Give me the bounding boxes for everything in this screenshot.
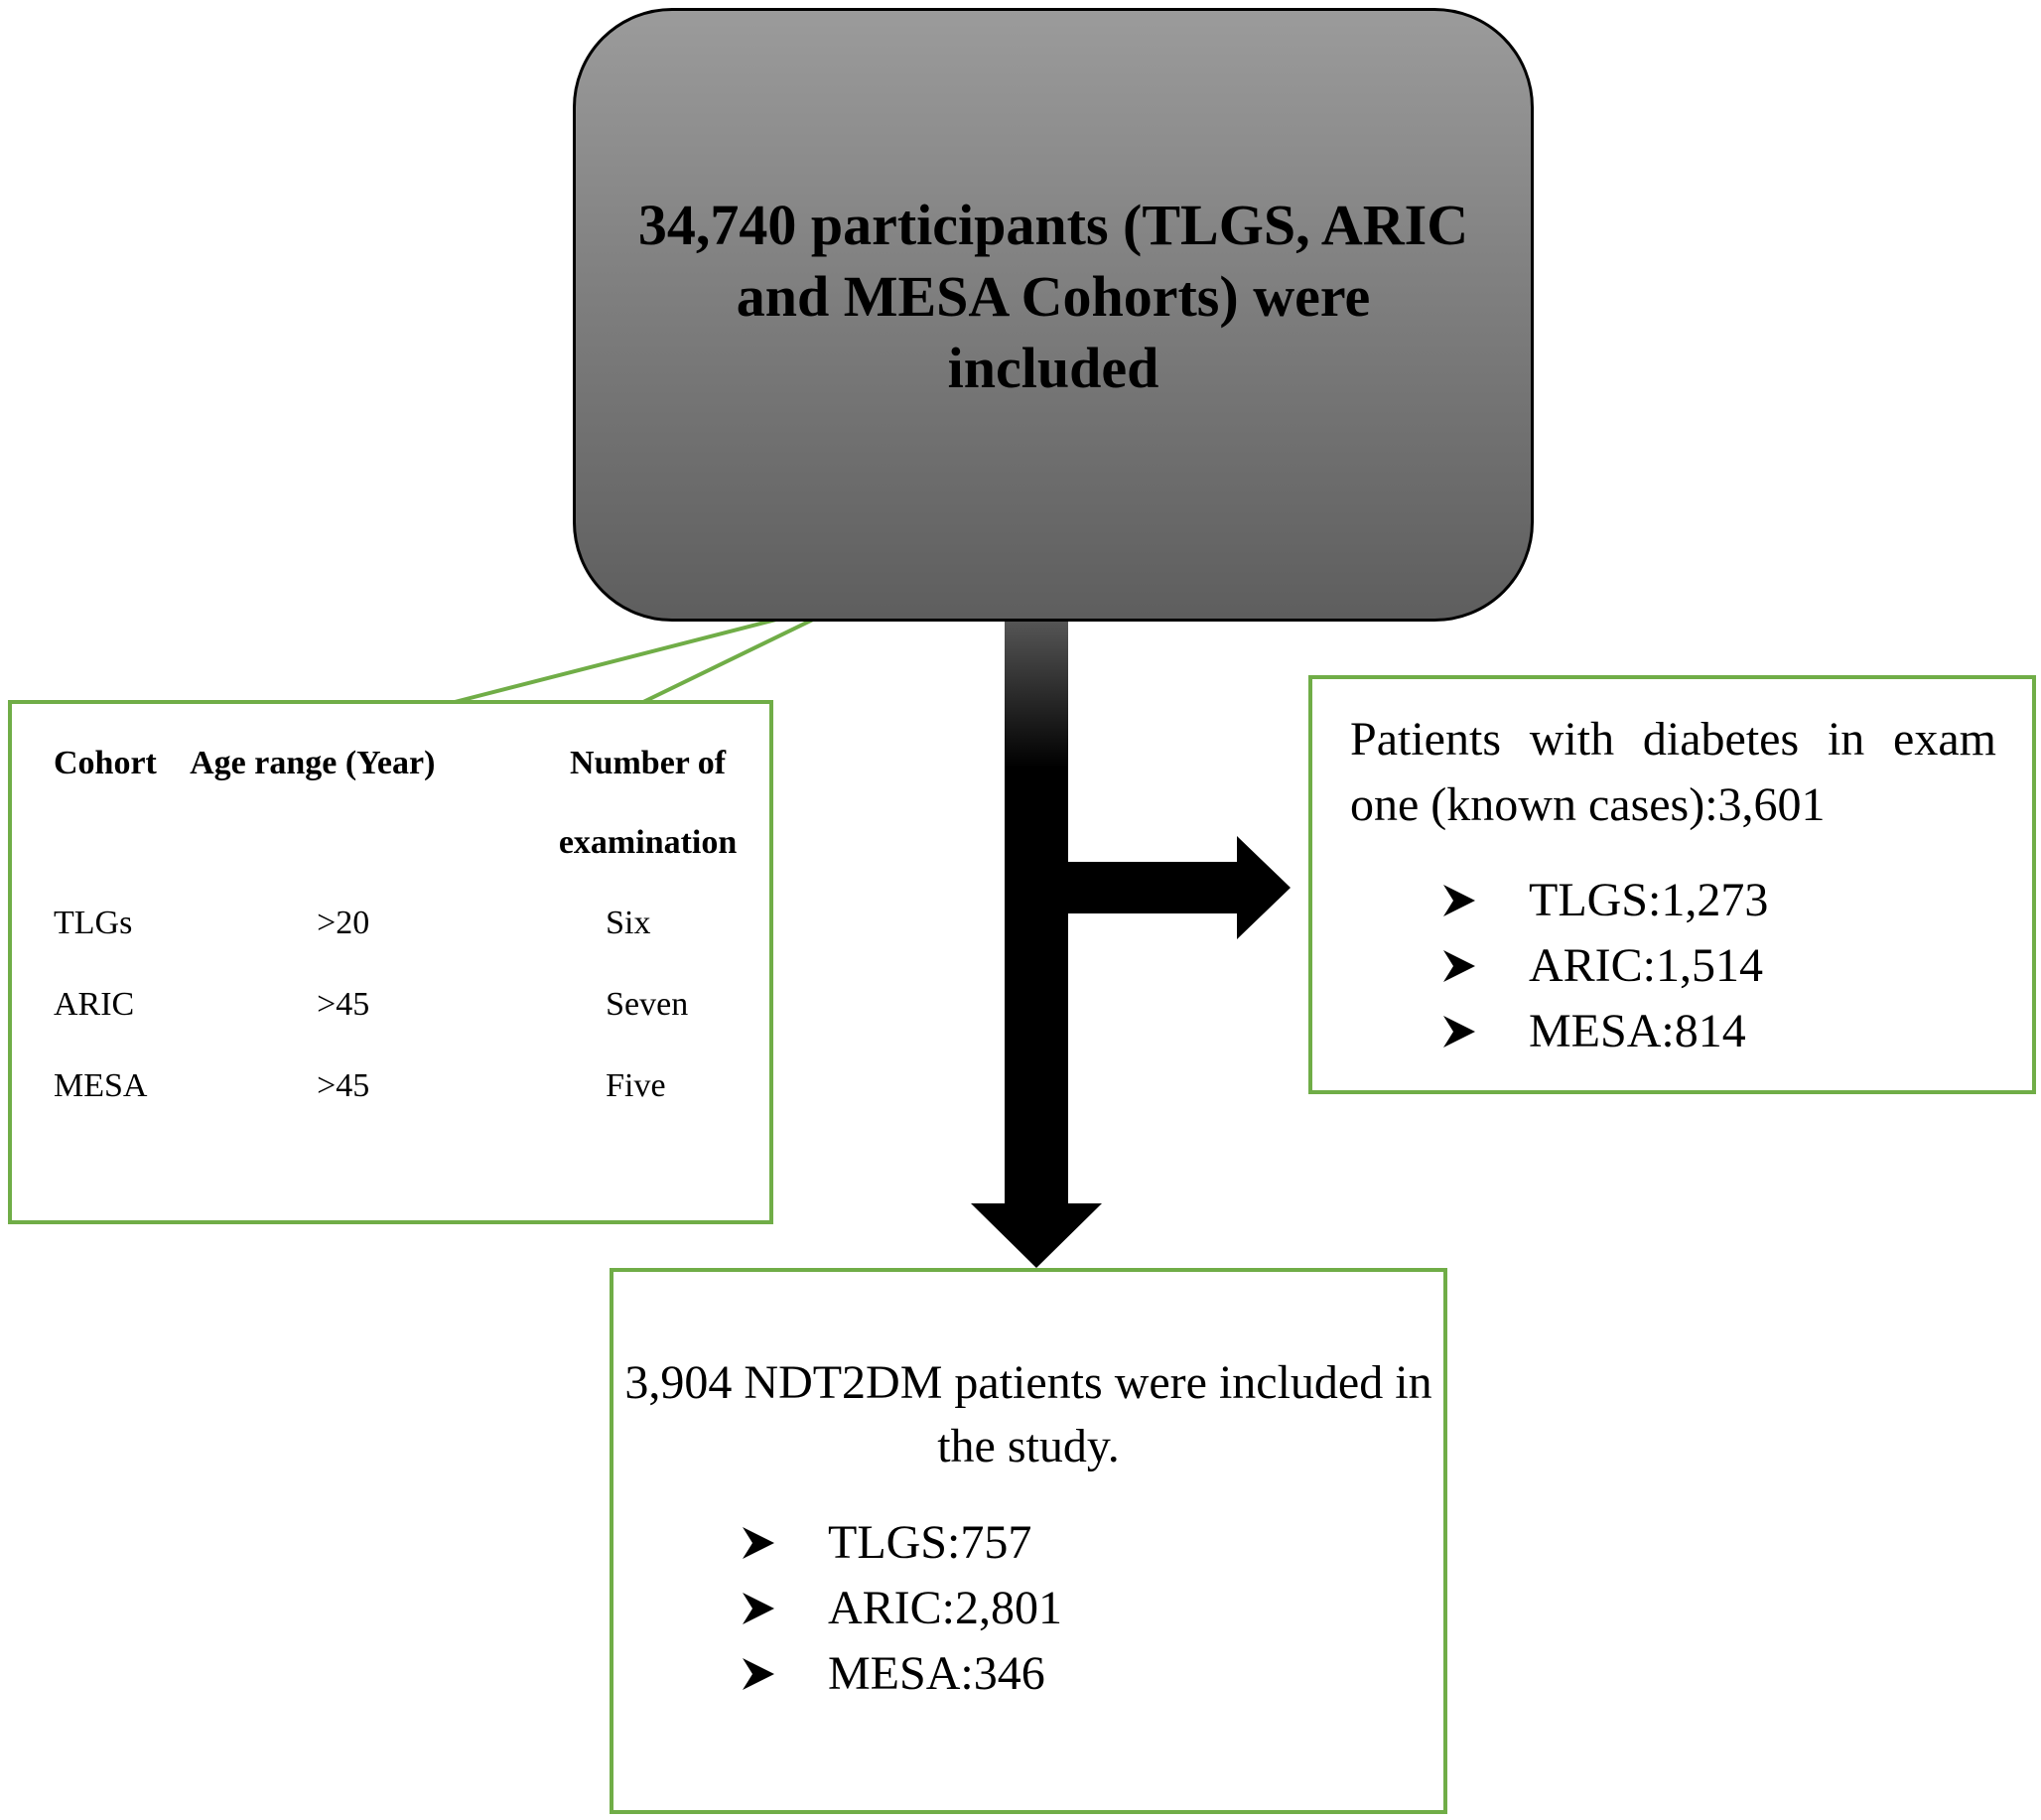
- participants-text: 34,740 participants (TLGS, ARIC and MESA…: [637, 193, 1469, 400]
- list-item-text: MESA:814: [1529, 1005, 1746, 1057]
- cell-cohort: ARIC: [54, 986, 135, 1023]
- list-item: MESA:346: [741, 1641, 1062, 1707]
- cell-examinations: Six: [606, 905, 651, 941]
- arrow-bullet-icon: [1443, 1016, 1475, 1048]
- vertical-arrow-shaft: [1005, 622, 1068, 1207]
- list-item-text: ARIC:2,801: [828, 1582, 1063, 1634]
- cell-examinations: Five: [606, 1067, 666, 1104]
- cell-cohort: MESA: [54, 1067, 148, 1104]
- cohort-table: Cohort Age range (Year) Number of examin…: [46, 724, 769, 1127]
- list-item: TLGS:1,273: [1441, 868, 1768, 933]
- table-row: ARIC >45 Seven: [46, 964, 769, 1046]
- cell-age-range: >45: [317, 1067, 370, 1104]
- list-item: ARIC:1,514: [1441, 933, 1768, 999]
- arrow-bullet-icon: [1443, 950, 1475, 982]
- list-item-text: TLGS:1,273: [1529, 874, 1769, 926]
- included-patients-title: 3,904 NDT2DM patients were included in t…: [624, 1356, 1432, 1472]
- cohort-table-box: Cohort Age range (Year) Number of examin…: [8, 700, 773, 1224]
- down-arrowhead: [971, 1203, 1102, 1268]
- arrow-bullet-icon: [743, 1593, 774, 1624]
- cell-age-range: >45: [317, 986, 370, 1023]
- header-age-range: Age range (Year): [190, 745, 436, 781]
- header-cohort: Cohort: [54, 745, 157, 781]
- list-item: MESA:814: [1441, 999, 1768, 1064]
- list-item-text: ARIC:1,514: [1529, 939, 1764, 992]
- header-number-of-examination: Number of examination: [558, 745, 738, 861]
- arrow-bullet-icon: [743, 1658, 774, 1690]
- list-item: ARIC:2,801: [741, 1576, 1062, 1641]
- included-patients-list: TLGS:757 ARIC:2,801 MESA:346: [741, 1510, 1062, 1707]
- known-cases-box: Patients with diabetes in exam one (know…: [1308, 675, 2036, 1094]
- table-row: MESA >45 Five: [46, 1046, 769, 1127]
- table-header-row: Cohort Age range (Year) Number of examin…: [46, 724, 769, 883]
- cell-examinations: Seven: [606, 986, 689, 1023]
- list-item: TLGS:757: [741, 1510, 1062, 1576]
- known-cases-title: Patients with diabetes in exam one (know…: [1350, 713, 1996, 831]
- participants-box: 34,740 participants (TLGS, ARIC and MESA…: [573, 8, 1534, 622]
- cell-age-range: >20: [317, 905, 370, 941]
- right-branch-arrow: [1068, 836, 1291, 939]
- known-cases-list: TLGS:1,273 ARIC:1,514 MESA:814: [1441, 868, 1768, 1064]
- table-row: TLGs >20 Six: [46, 883, 769, 964]
- list-item-text: MESA:346: [828, 1647, 1045, 1700]
- list-item-text: TLGS:757: [828, 1516, 1032, 1569]
- arrow-bullet-icon: [1443, 885, 1475, 916]
- arrow-bullet-icon: [743, 1527, 774, 1559]
- cell-cohort: TLGs: [54, 905, 133, 941]
- included-patients-box: 3,904 NDT2DM patients were included in t…: [610, 1268, 1447, 1814]
